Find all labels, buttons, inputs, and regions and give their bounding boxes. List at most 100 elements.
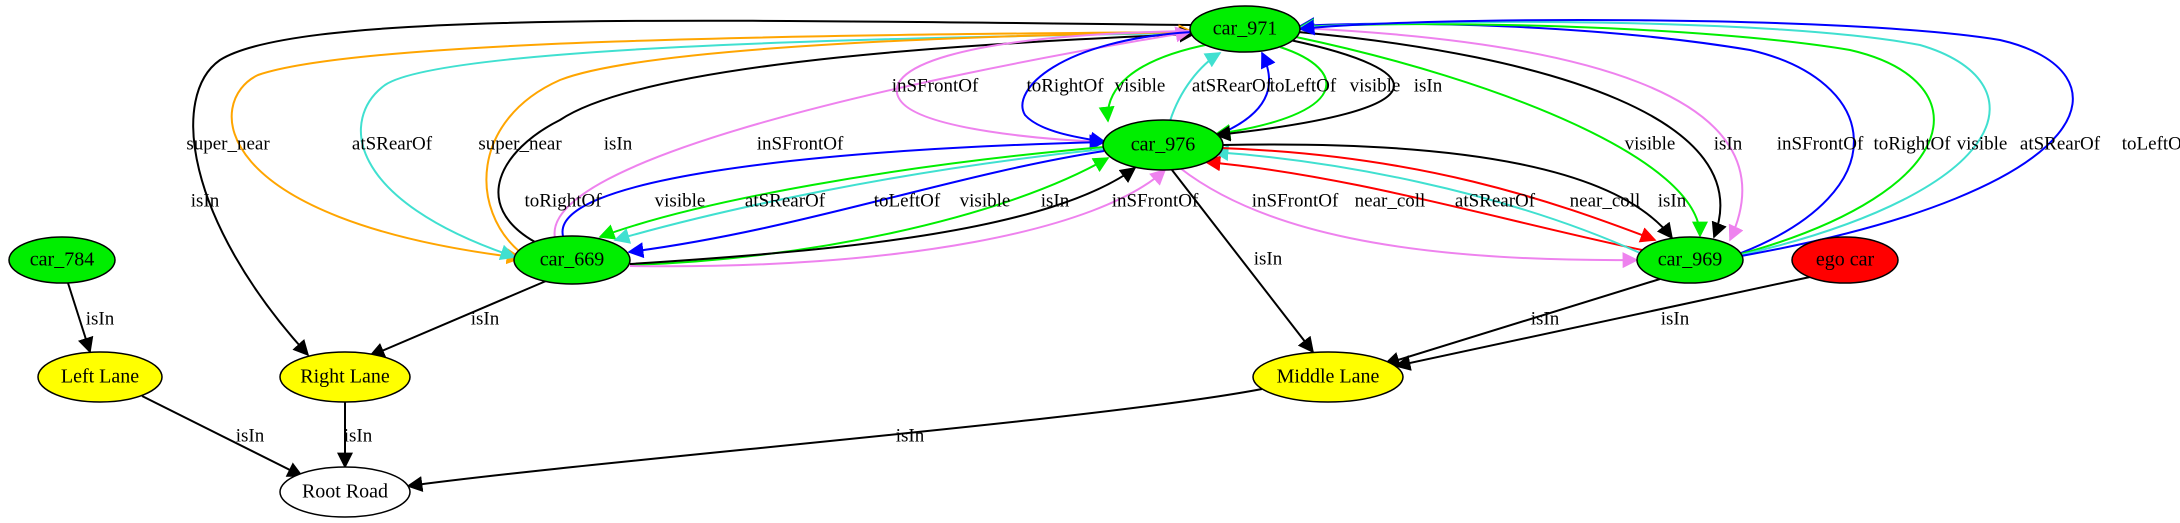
edge-car_976-to-car_971 bbox=[1219, 51, 1276, 135]
node-shape bbox=[37, 351, 163, 403]
edge-car_969-to-car_971 bbox=[1298, 18, 1935, 255]
edge-car_969-to-car_971 bbox=[1298, 19, 2074, 257]
edge-car_971-to-car_976 bbox=[1214, 46, 1328, 140]
node-shape bbox=[279, 351, 411, 403]
node-label: car_976 bbox=[1131, 134, 1195, 156]
node-label: car_784 bbox=[30, 249, 94, 271]
edge-label: isIn bbox=[191, 190, 220, 211]
edge-car_971-to-car_976 bbox=[1098, 43, 1211, 123]
edge-label: isIn bbox=[86, 308, 115, 329]
edge-car_976-to-car_969 bbox=[1219, 147, 1657, 243]
node-label: Root Road bbox=[302, 481, 388, 503]
edge-car_969-to-car_976 bbox=[1212, 145, 1641, 254]
node-left-lane: Left Lane bbox=[37, 351, 163, 403]
edge-car_969-to-middle_lane bbox=[1383, 278, 1661, 368]
edge-label: toRightOf bbox=[524, 190, 602, 211]
edge-label: toLeftOf bbox=[1270, 75, 1337, 96]
node-shape bbox=[1636, 236, 1744, 284]
edge-label: visible bbox=[1625, 133, 1676, 154]
edge-label: atSRearOf bbox=[745, 190, 826, 211]
edge-label: isIn bbox=[471, 308, 500, 329]
node-shape bbox=[513, 235, 631, 285]
edge-label: inSFrontOf bbox=[1777, 133, 1864, 154]
edge-label: isIn bbox=[236, 425, 265, 446]
nodes-layer: car_971 car_976 car_669 car_969 car_784 ego c… bbox=[8, 5, 1899, 518]
edge-car_784-to-left_lane bbox=[67, 282, 94, 354]
edges-layer bbox=[67, 17, 2074, 492]
edge-car_971-to-car_976 bbox=[1021, 31, 1193, 148]
edge-label: atSRearOf bbox=[2020, 133, 2101, 154]
edge-car_669-to-car_971 bbox=[553, 26, 1192, 239]
node-shape bbox=[8, 236, 116, 284]
edge-label: visible bbox=[960, 190, 1011, 211]
edge-car_969-to-car_971 bbox=[1298, 18, 1991, 256]
edge-car_669-to-right_lane bbox=[368, 280, 547, 358]
edge-label: super_near bbox=[186, 133, 270, 154]
node-label: Right Lane bbox=[300, 366, 390, 388]
edge-label: isIn bbox=[1658, 190, 1687, 211]
edge-label: toRightOf bbox=[1026, 75, 1104, 96]
node-car-976: car_976 bbox=[1102, 119, 1224, 171]
edge-car_969-to-car_976 bbox=[1204, 155, 1643, 251]
edge-label: isIn bbox=[1041, 190, 1070, 211]
edge-label: inSFrontOf bbox=[892, 75, 979, 96]
node-car-669: car_669 bbox=[513, 235, 631, 285]
edge-car_971-to-car_969 bbox=[1297, 31, 1727, 239]
node-root-road: Root Road bbox=[279, 466, 411, 518]
edge-label: atSRearOf bbox=[1192, 75, 1273, 96]
node-shape bbox=[1102, 119, 1224, 171]
node-shape bbox=[1189, 5, 1301, 53]
edge-label: inSFrontOf bbox=[1112, 190, 1199, 211]
edge-label: atSRearOf bbox=[1455, 190, 1536, 211]
edge-car_976-to-car_969 bbox=[1179, 167, 1639, 269]
node-middle-lane: Middle Lane bbox=[1252, 351, 1404, 403]
edge-label: inSFrontOf bbox=[1252, 190, 1339, 211]
edge-label: isIn bbox=[344, 425, 373, 446]
edge-car_669-to-car_976 bbox=[629, 157, 1110, 266]
edge-label: isIn bbox=[604, 133, 633, 154]
node-car-969: car_969 bbox=[1636, 236, 1744, 284]
edge-car_669-to-car_976 bbox=[629, 167, 1137, 265]
edge-label: isIn bbox=[896, 425, 925, 446]
edge-label: inSFrontOf bbox=[757, 133, 844, 154]
edge-label: visible bbox=[1350, 75, 1401, 96]
edge-label: visible bbox=[655, 190, 706, 211]
edge-car_971-to-car_976 bbox=[1214, 39, 1395, 142]
node-label: ego car bbox=[1816, 249, 1875, 271]
edge-label: isIn bbox=[1661, 308, 1690, 329]
node-car-784: car_784 bbox=[8, 236, 116, 284]
edge-label: near_coll bbox=[1570, 190, 1641, 211]
edge-label: toRightOf bbox=[1873, 133, 1951, 154]
edge-car_971-to-car_669 bbox=[359, 32, 1193, 261]
edge-label: isIn bbox=[1254, 248, 1283, 269]
edge-car_669-to-car_971 bbox=[485, 24, 1195, 253]
edge-label: isIn bbox=[1414, 75, 1443, 96]
edge-car_976-to-car_669 bbox=[598, 146, 1105, 240]
edge-car_976-to-car_669 bbox=[613, 148, 1105, 244]
node-label: Left Lane bbox=[61, 366, 139, 388]
edge-left_lane-to-root_road bbox=[141, 395, 304, 477]
edge-label: visible bbox=[1957, 133, 2008, 154]
edge-car_971-to-car_969 bbox=[1297, 27, 1744, 242]
edge-label: visible bbox=[1115, 75, 1166, 96]
edge-car_976-to-car_669 bbox=[627, 150, 1105, 259]
edge-label: super_near bbox=[478, 133, 562, 154]
edge-car_971-to-car_669 bbox=[230, 31, 1193, 265]
edge-car_976-to-car_971 bbox=[1169, 52, 1222, 122]
edge-labels-layer: isIn super_near atSRearOf super_near isIn inS… bbox=[86, 75, 2180, 446]
node-shape bbox=[1791, 236, 1899, 284]
edge-label: isIn bbox=[1531, 308, 1560, 329]
edge-middle_lane-to-root_road bbox=[406, 388, 1263, 492]
edge-car_971-to-right_lane bbox=[192, 19, 1196, 357]
node-label: car_669 bbox=[540, 249, 604, 271]
node-label: car_971 bbox=[1213, 18, 1277, 40]
edge-label: toLeftOf bbox=[874, 190, 941, 211]
edge-label: toLeftOf bbox=[2122, 133, 2180, 154]
node-ego-car: ego car bbox=[1791, 236, 1899, 284]
edge-car_971-to-car_969 bbox=[1295, 36, 1708, 238]
edge-car_669-to-car_971 bbox=[497, 26, 1196, 243]
node-label: Middle Lane bbox=[1277, 366, 1380, 388]
node-car-971: car_971 bbox=[1189, 5, 1301, 53]
node-shape bbox=[1252, 351, 1404, 403]
